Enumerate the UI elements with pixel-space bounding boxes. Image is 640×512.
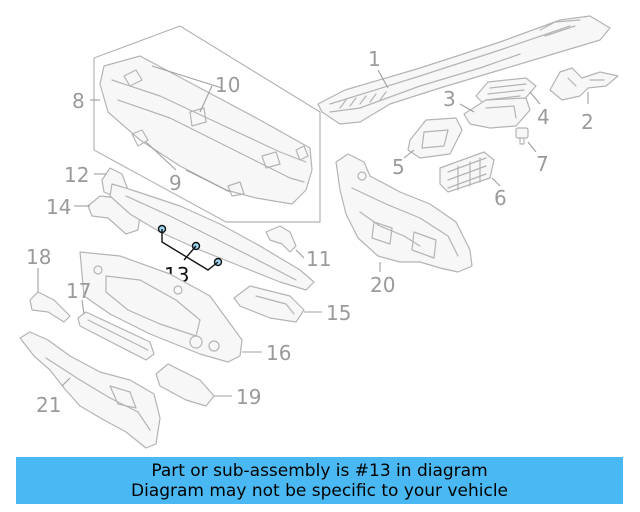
- part-3-duct: [463, 97, 531, 129]
- banner-line-2: Diagram may not be specific to your vehi…: [130, 480, 508, 501]
- callout-12: 12: [64, 163, 89, 187]
- callout-3: 3: [443, 87, 456, 111]
- part-20-dash-panel: [335, 153, 473, 273]
- callout-19: 19: [236, 385, 261, 409]
- part-16-panel: [79, 251, 243, 363]
- callout-4: 4: [537, 105, 550, 129]
- callout-20: 20: [370, 273, 395, 297]
- part-8-box-group: [93, 25, 321, 223]
- part-2-bracket: [549, 67, 619, 101]
- callout-11: 11: [306, 247, 331, 271]
- part-19-bracket: [155, 363, 215, 407]
- part-cowl-crossmember: [109, 183, 315, 291]
- part-17-strip: [77, 311, 155, 361]
- part-6-grille: [439, 151, 495, 193]
- part-5-vent: [407, 117, 463, 159]
- callout-21: 21: [36, 393, 61, 417]
- callout-17: 17: [66, 279, 91, 303]
- callout-1: 1: [368, 47, 381, 71]
- part-4-cover: [475, 77, 537, 105]
- callout-7: 7: [536, 152, 549, 176]
- parts-diagram: 1 2 3 4 5 6 7: [19, 15, 619, 449]
- part-21-insulator: [19, 331, 161, 449]
- info-banner: Part or sub-assembly is #13 in diagram D…: [16, 457, 623, 504]
- callout-14: 14: [46, 195, 71, 219]
- part-7-clip: [515, 127, 529, 145]
- callout-15: 15: [326, 301, 351, 325]
- part-15-bracket: [233, 285, 305, 323]
- callout-18: 18: [26, 245, 51, 269]
- callout-10: 10: [215, 73, 240, 97]
- callout-9: 9: [169, 171, 182, 195]
- part-18-bracket: [29, 291, 71, 323]
- callout-5: 5: [392, 155, 405, 179]
- callout-2: 2: [581, 110, 594, 134]
- part-1-cowl-panel: [317, 15, 611, 125]
- part-11-bracket: [265, 225, 297, 253]
- callout-16: 16: [266, 341, 291, 365]
- part-13-clips: [157, 224, 223, 271]
- callout-6: 6: [494, 186, 507, 210]
- callout-8: 8: [72, 89, 85, 113]
- banner-line-1: Part or sub-assembly is #13 in diagram: [151, 460, 488, 481]
